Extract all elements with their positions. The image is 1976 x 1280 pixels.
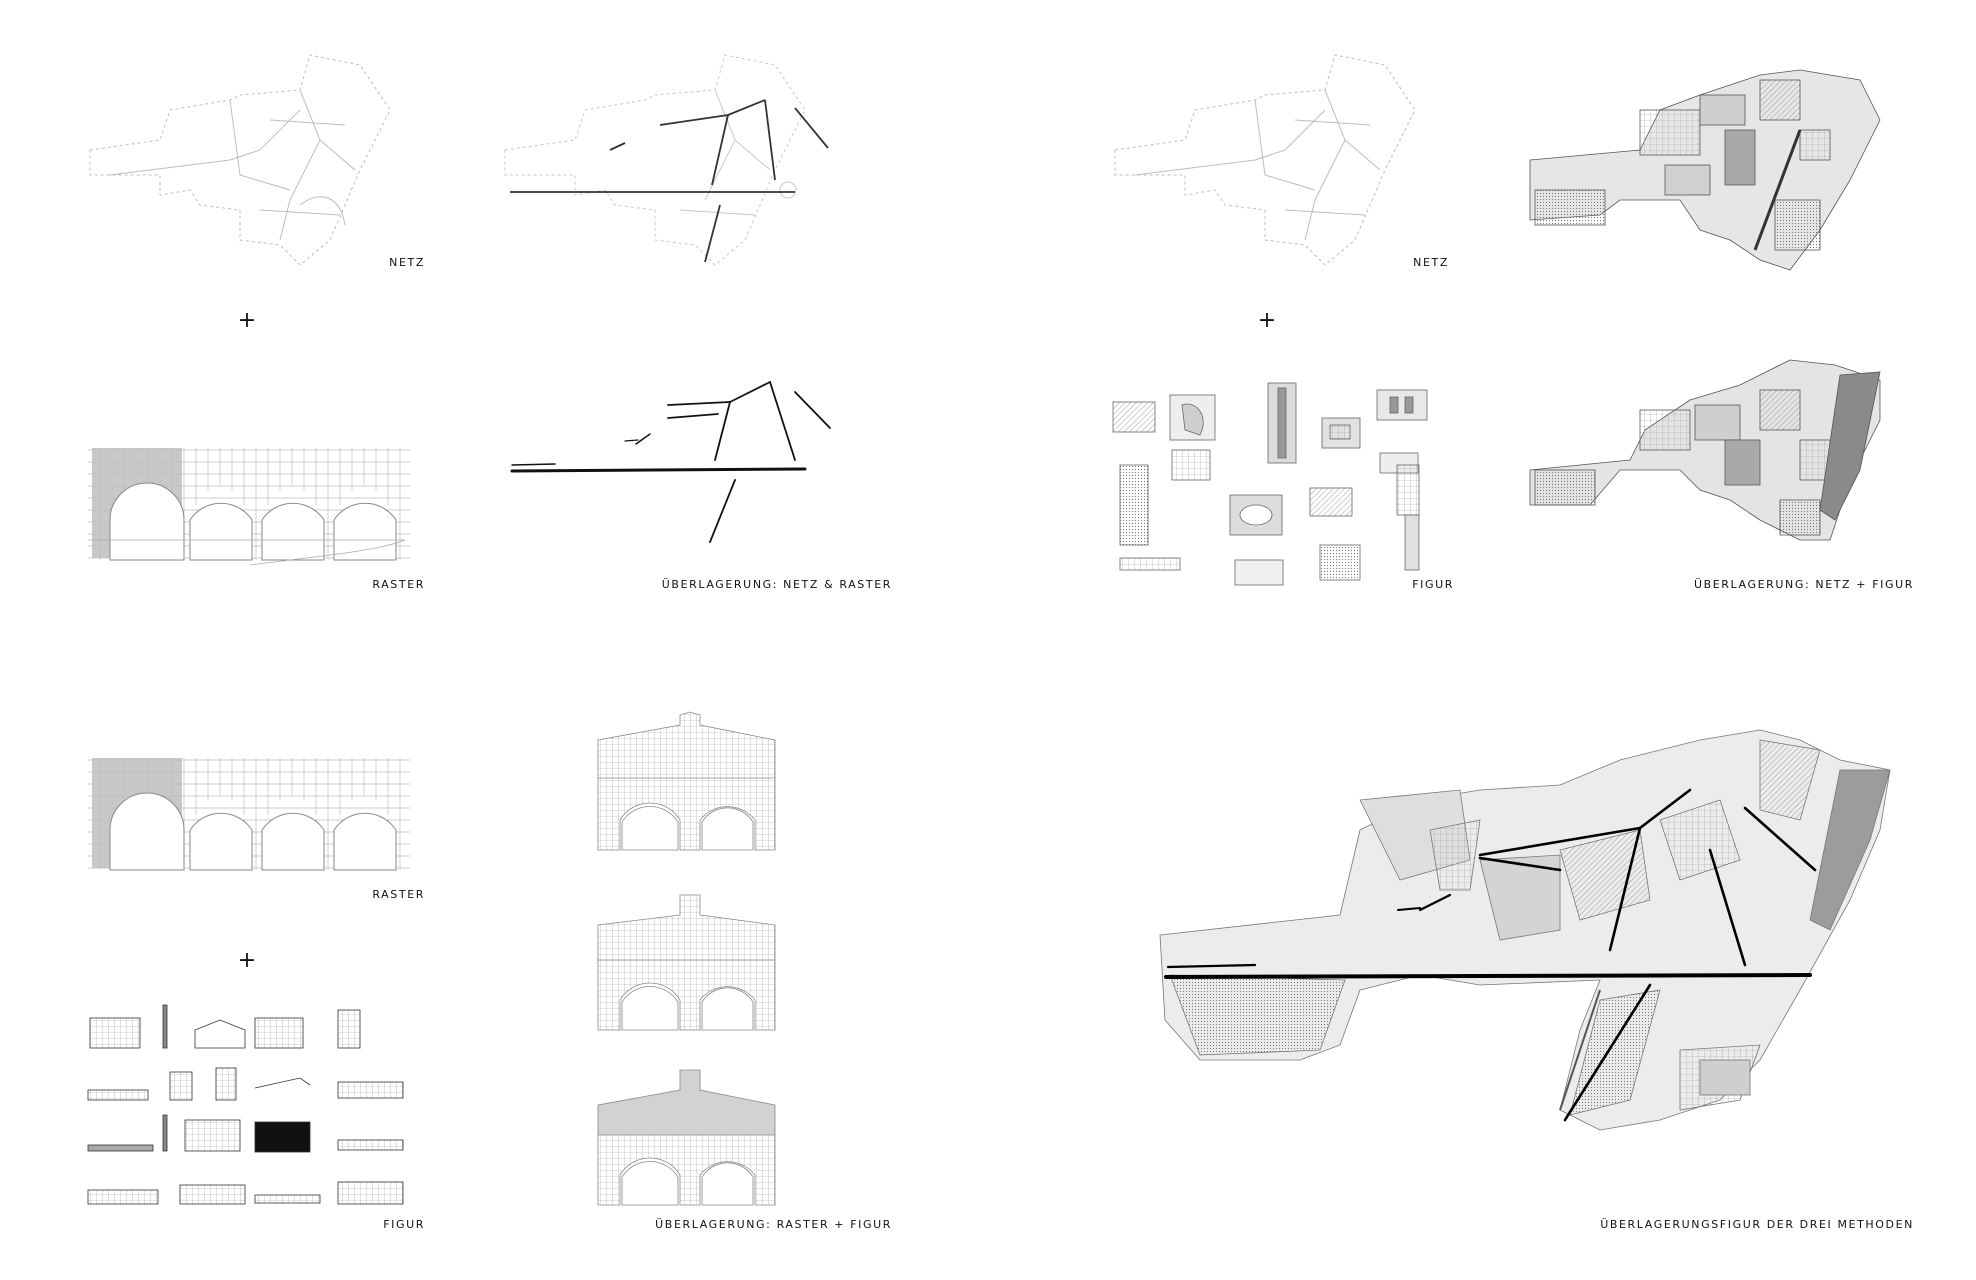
label-overlay-raster-figur: ÜBERLAGERUNG: RASTER + FIGUR (655, 1218, 892, 1231)
plus-sign-1: + (237, 308, 257, 333)
plus-sign-3: + (237, 948, 257, 973)
label-figur-2: FIGUR (383, 1218, 425, 1231)
final-overlay-net-lines (1164, 788, 1817, 1122)
label-raster-2: RASTER (372, 888, 425, 901)
label-raster-1: RASTER (372, 578, 425, 591)
label-figur-1: FIGUR (1412, 578, 1454, 591)
figur-elevations (87, 1004, 404, 1205)
label-overlay-netz-raster: ÜBERLAGERUNG: NETZ & RASTER (661, 578, 892, 591)
raster-arches-2 (88, 758, 410, 871)
label-netz-2: NETZ (1413, 256, 1449, 269)
netz-plan-2 (1114, 54, 1416, 266)
netz-raster-lines (510, 381, 831, 543)
plus-sign-2: + (1257, 308, 1277, 333)
raster-figur-arches (597, 711, 776, 1206)
netz-plan-1 (89, 54, 391, 266)
label-overlay-netz-figur: ÜBERLAGERUNG: NETZ + FIGUR (1693, 578, 1914, 591)
final-overlay-figure (1159, 729, 1891, 1131)
netz-with-lines-plan (504, 54, 829, 266)
netz-figur-plan (1529, 359, 1881, 541)
label-netz-1: NETZ (389, 256, 425, 269)
figur-elements-1 (1112, 382, 1428, 586)
label-overlay-three: ÜBERLAGERUNGSFIGUR DER DREI METHODEN (1600, 1218, 1914, 1231)
raster-arches-1 (88, 448, 410, 566)
figure-ground-plan (1529, 69, 1881, 271)
